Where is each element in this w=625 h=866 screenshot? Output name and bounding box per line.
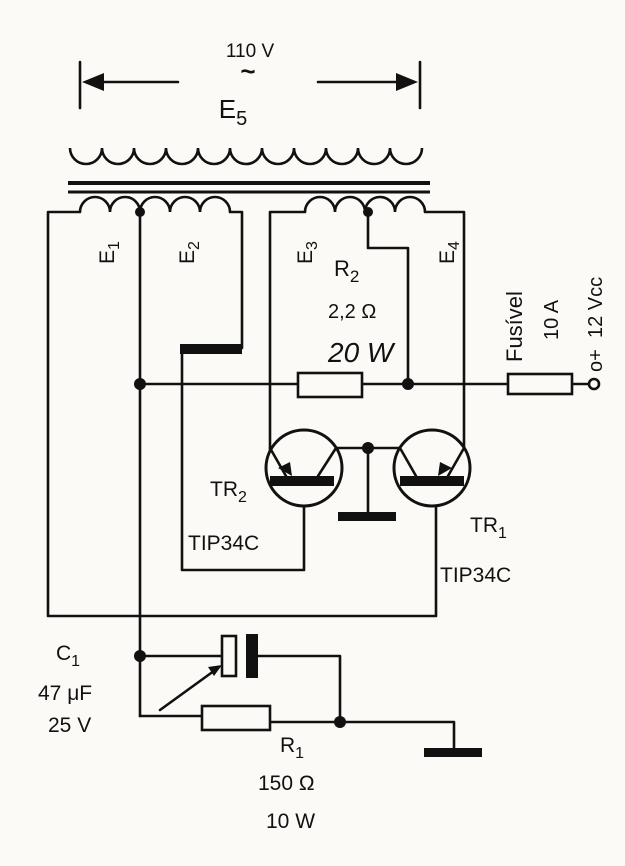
e2-thick-lead: [180, 344, 242, 354]
fuse-rating: 10 A: [541, 299, 563, 340]
primary-winding-label: E5: [219, 94, 247, 130]
primary-coil: [68, 147, 424, 166]
ac-symbol: ~: [240, 56, 255, 86]
r1-power: 10 W: [266, 810, 315, 833]
r2-resistor: [296, 371, 364, 399]
tr1-transistor-symbol: [392, 428, 472, 508]
r1-label: R1: [280, 734, 304, 762]
r1-resistor: [200, 704, 272, 732]
primary-voltage-label: 110 V: [226, 41, 275, 62]
fuse-label: Fusível: [502, 291, 527, 362]
primary-span-arrow: [78, 60, 422, 110]
circuit-wiring: [46, 210, 590, 754]
c1-value: 47 μF: [38, 682, 92, 705]
supply-terminal: [587, 377, 601, 391]
e1-label: E1: [96, 241, 123, 264]
c1-label: C1: [56, 642, 80, 670]
supply-polarity: o+: [585, 349, 607, 372]
r2-power: 20 W: [327, 337, 396, 368]
tr2-part: TIP34C: [188, 532, 259, 555]
ground-symbol-middle: [338, 512, 396, 521]
tr1-part: TIP34C: [440, 564, 511, 587]
secondary-coil-left: [78, 195, 232, 213]
junction-dots: [134, 207, 414, 728]
fuse-symbol: [506, 372, 574, 396]
e3-label: E3: [294, 241, 321, 264]
c1-capacitor: [158, 634, 258, 712]
r1-value: 150 Ω: [258, 772, 315, 795]
e4-label: E4: [436, 241, 463, 264]
r2-value: 2,2 Ω: [328, 301, 376, 323]
tr1-label: TR1: [470, 514, 507, 542]
r2-label: R2: [334, 256, 359, 286]
c1-voltage: 25 V: [48, 714, 91, 737]
tr2-transistor-symbol: [264, 428, 344, 508]
ground-symbol-output: [424, 748, 482, 757]
tr2-label: TR2: [210, 478, 247, 506]
e2-label: E2: [176, 241, 203, 264]
supply-voltage: 12 Vcc: [585, 277, 607, 338]
transformer-core: [68, 181, 430, 194]
